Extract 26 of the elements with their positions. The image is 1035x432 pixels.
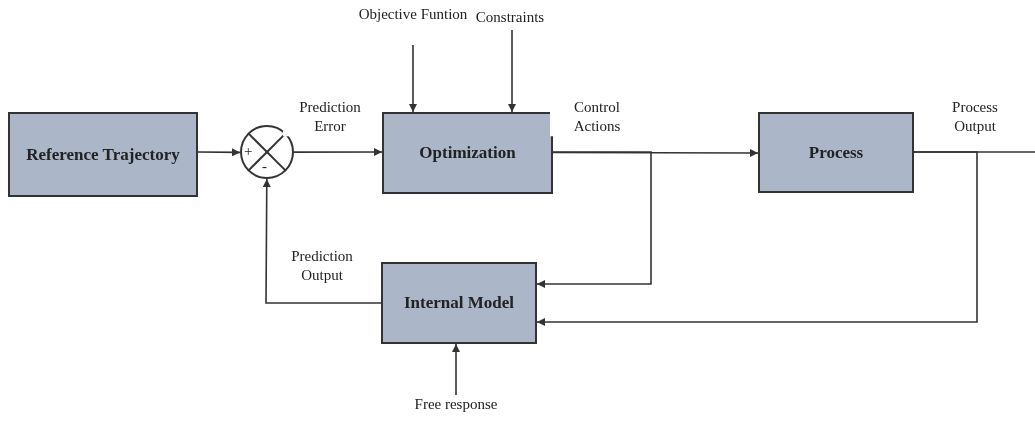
block-label: Process (808, 142, 864, 162)
process-block (758, 112, 914, 193)
block-label: Optimization (419, 143, 516, 163)
edge-label: Process Output (952, 99, 998, 134)
signal-arrow (536, 151, 978, 326)
process-block (382, 112, 553, 194)
edge-label: Prediction Error (299, 99, 361, 134)
plus-sign: + (244, 143, 253, 159)
signal-arrow (293, 148, 383, 156)
edge-label: Prediction Output (291, 248, 353, 283)
input-label: Objective Funtion (358, 6, 468, 22)
input-label: Free response (414, 396, 498, 412)
signal-arrow (508, 29, 516, 113)
signal-arrow (262, 178, 382, 304)
signal-arrow (452, 343, 460, 396)
signal-arrow (197, 148, 241, 157)
input-label: Constraints (475, 9, 545, 25)
process-block (381, 262, 537, 344)
block-label: Reference Trajectory (26, 144, 180, 164)
minus-sign: - (262, 158, 267, 174)
edge-label: Control Actions (573, 99, 621, 134)
signal-arrow (536, 151, 652, 288)
summing-junction (240, 125, 294, 179)
block-label: Internal Model (404, 293, 514, 313)
process-block (8, 112, 198, 197)
signal-arrow (409, 44, 417, 113)
